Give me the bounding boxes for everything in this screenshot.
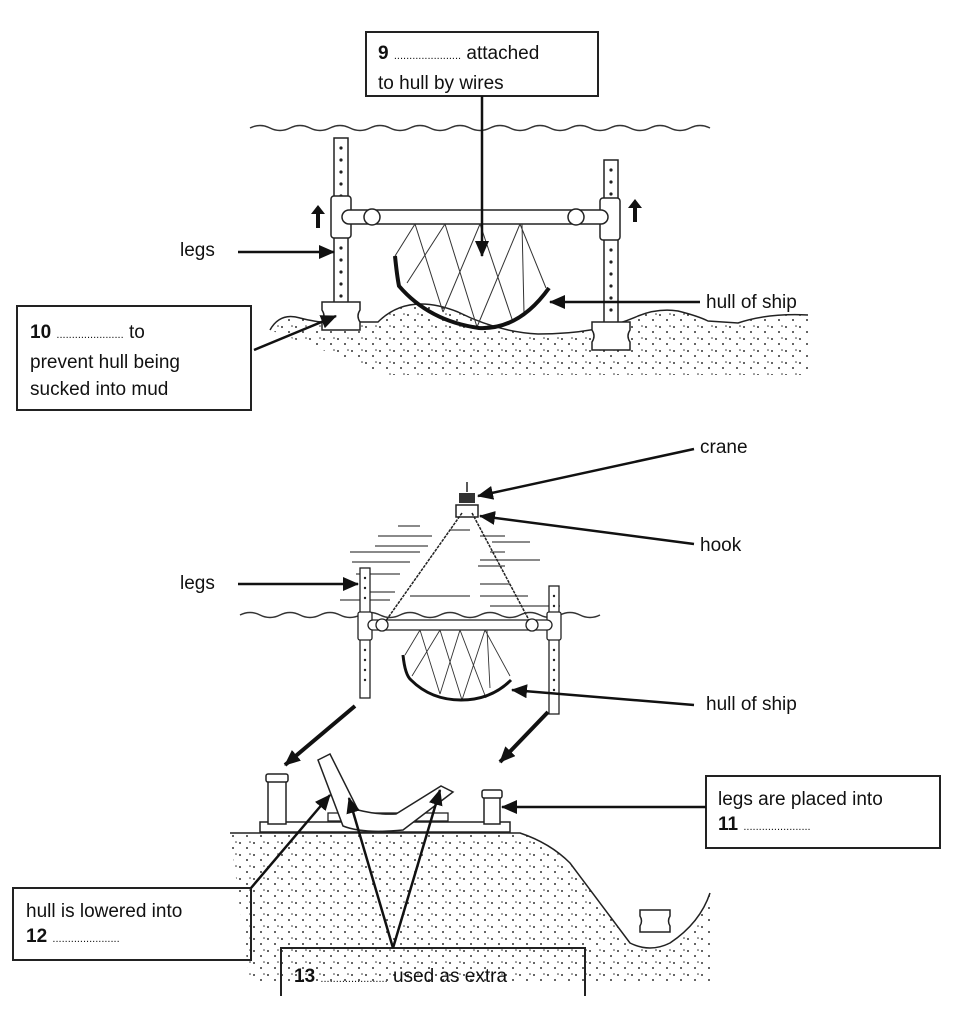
crane-block — [459, 493, 475, 503]
water-surface-middle — [239, 611, 601, 619]
box-9-line2: to hull by wires — [378, 73, 504, 94]
box-12-frame — [12, 887, 252, 961]
hook-label: hook — [700, 535, 742, 556]
question-number-9: 9 — [378, 43, 389, 64]
hull-middle — [401, 654, 513, 702]
left-foot — [321, 301, 361, 331]
box-12-pointer — [250, 794, 331, 889]
middle-beam — [367, 619, 553, 631]
up-arrow-icon — [311, 205, 325, 228]
question-number-10: 10 — [30, 322, 52, 343]
right-foot — [591, 321, 631, 351]
lifting-beam — [341, 209, 609, 225]
box-11-text: legs are placed into 11 ................… — [718, 787, 938, 840]
box-10: 10 ...................... to prevent hul… — [16, 305, 252, 411]
box-10-line2: prevent hull being — [30, 352, 180, 373]
crane-label: crane — [700, 437, 748, 458]
hull-top — [393, 255, 551, 331]
water-surface — [249, 124, 711, 132]
riverbank — [230, 833, 710, 983]
answer-blank-10[interactable]: ...................... — [56, 329, 124, 341]
hull-label-middle: hull of ship — [706, 694, 797, 715]
lowered-foot — [639, 909, 671, 933]
answer-blank-9[interactable]: ...................... — [393, 50, 462, 62]
box-10-line1: to — [128, 322, 145, 343]
answer-blank-12[interactable]: ...................... — [52, 933, 120, 945]
question-number-11: 11 — [718, 814, 739, 835]
hull-label-top: hull of ship — [706, 292, 797, 313]
box-10-pointer — [253, 314, 337, 352]
right-leg — [603, 159, 619, 326]
box-13-frame — [280, 947, 586, 996]
box-13-pointer-right — [391, 789, 443, 949]
seabed — [270, 304, 808, 375]
question-number-13: 13 — [294, 966, 316, 987]
answer-blank-13[interactable]: ...................... — [320, 973, 388, 985]
box-9-text: 9 ...................... attached to hul… — [378, 40, 594, 97]
box-13-text: 13 ...................... used as extra — [294, 966, 584, 990]
box-13-line1: used as extra — [392, 966, 508, 987]
box-13-pointer-left — [346, 797, 395, 949]
box-12-text: hull is lowered into 12 ................… — [26, 899, 248, 952]
answer-blank-11[interactable]: ...................... — [743, 821, 811, 833]
legs-label-top: legs — [180, 240, 215, 261]
down-arrow-left — [283, 704, 357, 767]
hook-block — [455, 504, 479, 518]
hull-pointer-middle — [511, 684, 695, 707]
top-scene — [249, 124, 809, 375]
box-12-line1: hull is lowered into — [26, 901, 183, 922]
middle-scene — [239, 482, 601, 767]
box-11-frame — [705, 775, 941, 849]
down-arrow-right — [498, 710, 550, 764]
box-11-line1: legs are placed into — [718, 789, 883, 810]
hook-pointer — [479, 511, 695, 546]
socket-left — [267, 775, 287, 825]
box-10-line3: sucked into mud — [30, 379, 169, 400]
crane-pointer — [477, 447, 695, 500]
legs-label-middle: legs — [180, 573, 215, 594]
box-9-line1: attached — [466, 43, 540, 64]
question-number-12: 12 — [26, 926, 48, 947]
up-arrow-icon — [628, 199, 642, 222]
